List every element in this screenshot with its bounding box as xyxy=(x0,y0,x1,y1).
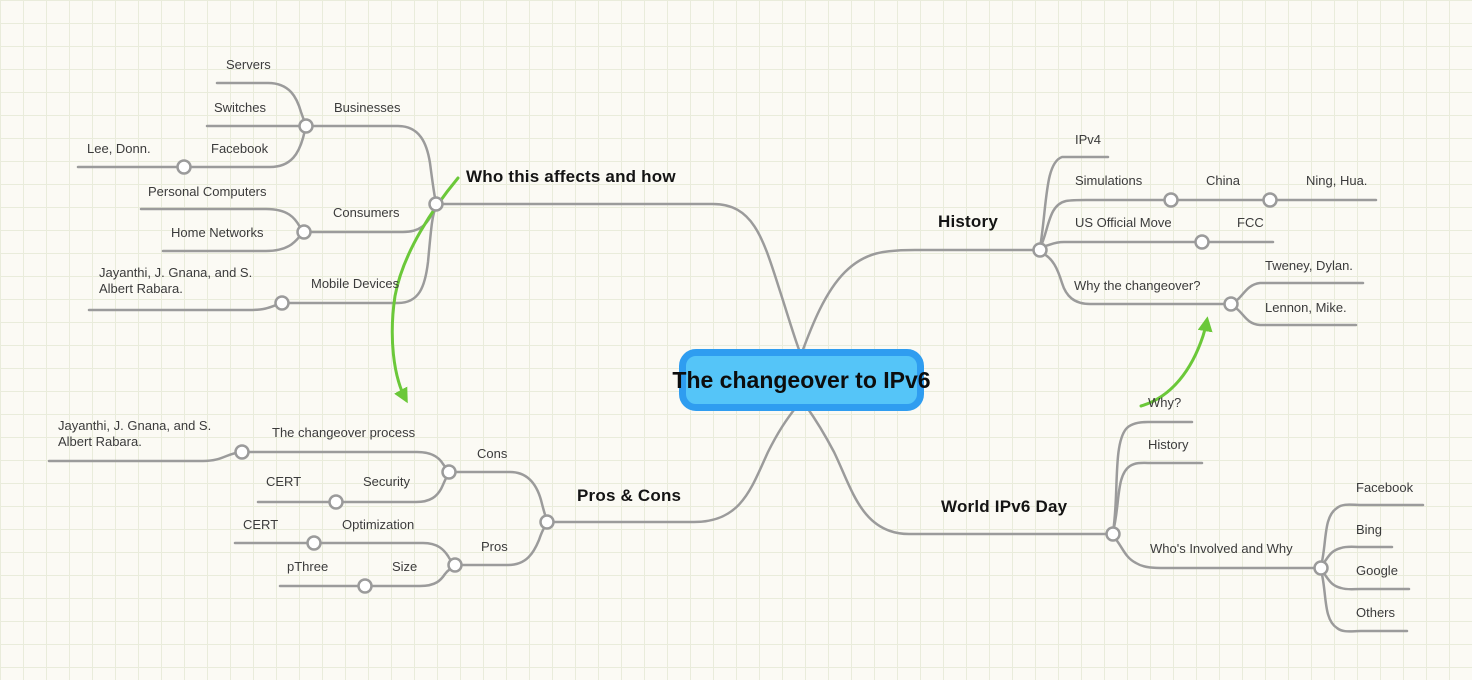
node-label-google[interactable]: Google xyxy=(1356,563,1398,578)
branch-heading-history[interactable]: History xyxy=(938,212,998,231)
junction-security-cert[interactable] xyxy=(328,494,344,510)
branch-line-optimization xyxy=(233,541,457,566)
node-label-personal-computers[interactable]: Personal Computers xyxy=(148,184,267,199)
branch-line-world-main xyxy=(804,404,1115,536)
junction-world-ipv6-day[interactable] xyxy=(1105,526,1121,542)
node-label-security[interactable]: Security xyxy=(363,474,410,489)
junction-mobile-devices[interactable] xyxy=(274,295,290,311)
junction-whos-involved[interactable] xyxy=(1313,560,1329,576)
node-label-cons[interactable]: Cons xyxy=(477,446,508,461)
root-node[interactable]: The changeover to IPv6 xyxy=(672,349,931,411)
node-label-whos-involved[interactable]: Who's Involved and Why xyxy=(1150,541,1293,556)
node-label-history-sub[interactable]: History xyxy=(1148,437,1189,452)
node-label-citation-lee-donn[interactable]: Lee, Donn. xyxy=(87,141,151,156)
node-label-citation-jayanthi-1[interactable]: Jayanthi, J. Gnana, and S. Albert Rabara… xyxy=(99,265,253,297)
branch-line-proscons-main xyxy=(545,404,799,524)
node-label-facebook-businesses[interactable]: Facebook xyxy=(211,141,269,156)
junction-who[interactable] xyxy=(428,196,444,212)
node-label-businesses[interactable]: Businesses xyxy=(334,100,401,115)
node-label-servers[interactable]: Servers xyxy=(226,57,271,72)
node-label-pros[interactable]: Pros xyxy=(481,539,508,554)
node-label-citation-pthree[interactable]: pThree xyxy=(287,559,329,574)
node-label-us-official-move[interactable]: US Official Move xyxy=(1075,215,1172,230)
junction-lee-donn[interactable] xyxy=(176,159,192,175)
branch-line-ipv4 xyxy=(1038,155,1110,250)
branch-line-cons xyxy=(447,470,549,522)
node-label-others[interactable]: Others xyxy=(1356,605,1396,620)
branch-line-why2 xyxy=(1111,420,1194,534)
junction-size-pthree[interactable] xyxy=(357,578,373,594)
branch-line-bing xyxy=(1319,545,1394,568)
branch-line-mobile-devices xyxy=(87,205,438,312)
junction-businesses[interactable] xyxy=(298,118,314,134)
branch-heading-world-ipv6-day[interactable]: World IPv6 Day xyxy=(941,497,1068,516)
branch-line-others xyxy=(1319,568,1409,633)
node-label-citation-cert-optimization[interactable]: CERT xyxy=(243,517,279,532)
junction-consumers[interactable] xyxy=(296,224,312,240)
branch-heading-pros-cons[interactable]: Pros & Cons xyxy=(577,486,682,505)
branch-line-google xyxy=(1319,568,1411,591)
node-label-mobile-devices[interactable]: Mobile Devices xyxy=(311,276,400,291)
cross-link-arrow-who-to-changeover-process[interactable] xyxy=(390,176,460,404)
node-label-china[interactable]: China xyxy=(1206,173,1240,188)
node-label-ipv4[interactable]: IPv4 xyxy=(1075,132,1102,147)
junction-simulations-china[interactable] xyxy=(1163,192,1179,208)
branch-line-facebook2 xyxy=(1319,503,1425,568)
node-label-citation-lennon[interactable]: Lennon, Mike. xyxy=(1265,300,1347,315)
node-label-size[interactable]: Size xyxy=(392,559,418,574)
branch-line-us-official-move xyxy=(1038,240,1275,249)
branch-line-businesses xyxy=(304,124,438,205)
node-label-citation-cert-security[interactable]: CERT xyxy=(266,474,302,489)
branch-line-why-the-changeover xyxy=(1038,250,1233,306)
junction-cons[interactable] xyxy=(441,464,457,480)
branch-line-simulations xyxy=(1038,198,1378,250)
branch-heading-who-this-affects[interactable]: Who this affects and how xyxy=(466,167,676,186)
junction-why-the-changeover[interactable] xyxy=(1223,296,1239,312)
node-label-consumers[interactable]: Consumers xyxy=(333,205,400,220)
node-label-changeover-process[interactable]: The changeover process xyxy=(272,425,416,440)
branch-line-history2 xyxy=(1111,461,1204,534)
branch-line-who-main xyxy=(434,202,803,357)
branch-line-servers xyxy=(215,81,308,128)
junction-pros-cons[interactable] xyxy=(539,514,555,530)
node-label-citation-ning-hua[interactable]: Ning, Hua. xyxy=(1306,173,1368,188)
branch-line-facebook-lee xyxy=(76,124,308,169)
node-label-why[interactable]: Why? xyxy=(1148,395,1182,410)
node-label-switches[interactable]: Switches xyxy=(214,100,267,115)
node-label-optimization[interactable]: Optimization xyxy=(342,517,415,532)
junction-china-ning[interactable] xyxy=(1262,192,1278,208)
node-label-home-networks[interactable]: Home Networks xyxy=(171,225,264,240)
junction-changeover-process[interactable] xyxy=(234,444,250,460)
junction-pros[interactable] xyxy=(447,557,463,573)
branch-line-history-main xyxy=(799,248,1042,357)
node-label-fcc[interactable]: FCC xyxy=(1237,215,1264,230)
junction-history[interactable] xyxy=(1032,242,1048,258)
node-label-bing[interactable]: Bing xyxy=(1356,522,1383,537)
node-label-citation-jayanthi-2[interactable]: Jayanthi, J. Gnana, and S. Albert Rabara… xyxy=(58,418,212,450)
junction-us-fcc[interactable] xyxy=(1194,234,1210,250)
junction-optimization-cert[interactable] xyxy=(306,535,322,551)
node-label-facebook-member[interactable]: Facebook xyxy=(1356,480,1414,495)
cross-link-arrow-why-to-why-the-changeover[interactable] xyxy=(1139,316,1213,408)
node-label-citation-tweney[interactable]: Tweney, Dylan. xyxy=(1265,258,1353,273)
branch-line-whos-involved xyxy=(1111,534,1323,570)
node-label-simulations[interactable]: Simulations xyxy=(1075,173,1143,188)
node-label-why-the-changeover[interactable]: Why the changeover? xyxy=(1074,278,1201,293)
